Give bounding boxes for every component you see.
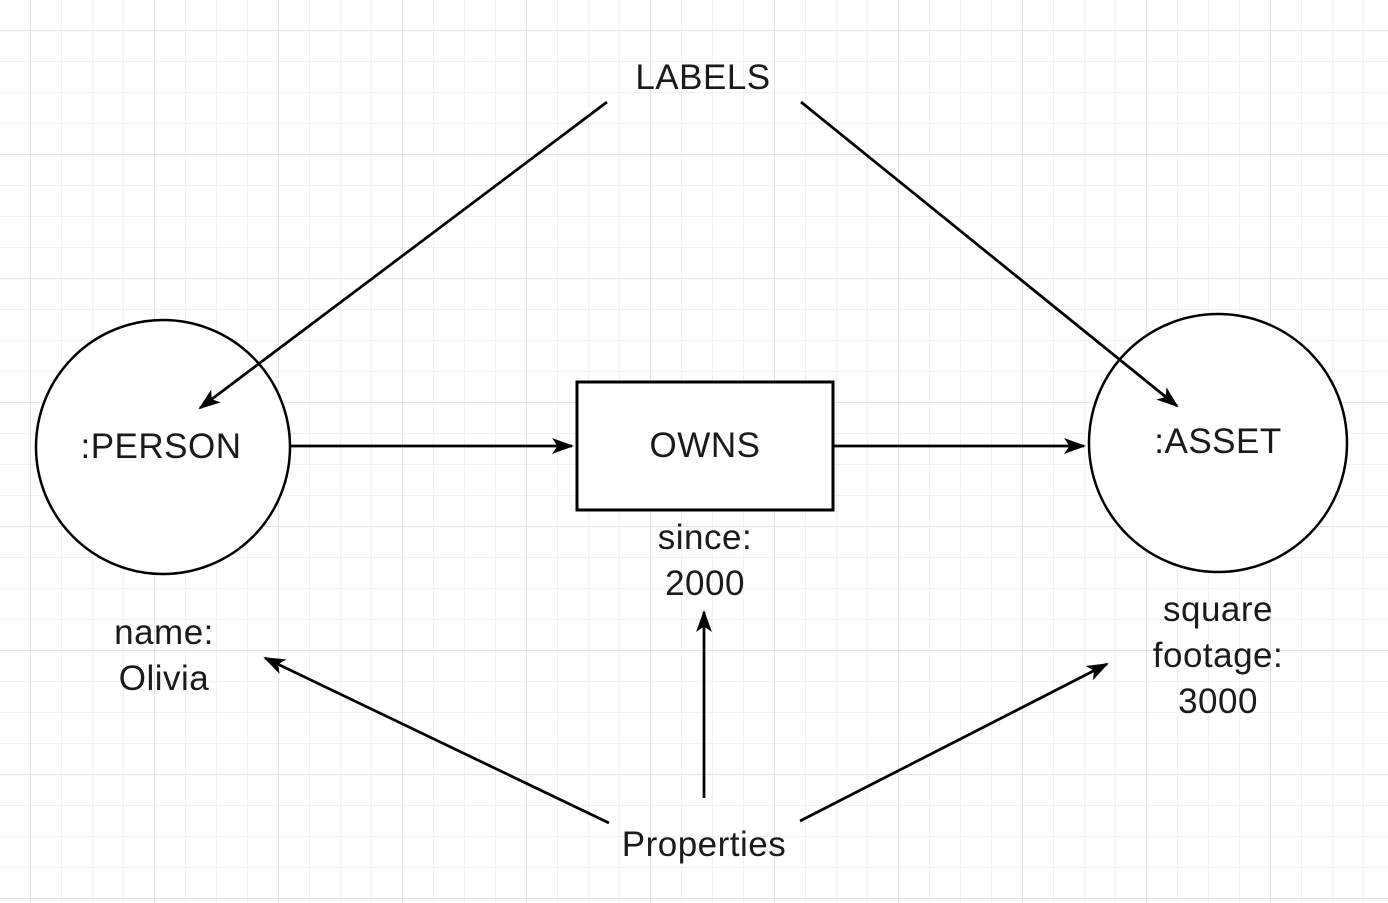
owns-property-line: since:: [657, 518, 753, 557]
labels-to-asset-arrow: [800, 100, 1179, 408]
person-property-line: name:: [114, 613, 214, 652]
person-node-label: :PERSON: [80, 427, 242, 466]
owns-property-line: 2000: [665, 564, 745, 603]
properties-to-square-footage-arrow: [799, 662, 1109, 823]
properties-to-name-arrow: [263, 656, 610, 825]
asset-property-line: footage:: [1152, 636, 1284, 675]
asset-node-circle: [1087, 312, 1349, 574]
owns-relationship-label: OWNS: [649, 426, 761, 465]
labels-title: LABELS: [635, 58, 771, 97]
asset-property-line: square: [1162, 590, 1274, 629]
asset-property-line: 3000: [1178, 682, 1258, 721]
owns-properties-text: since: 2000: [658, 515, 752, 607]
properties-title: Properties: [621, 825, 787, 864]
asset-node-label: :ASSET: [1154, 422, 1282, 461]
owns-relationship-box: [575, 380, 835, 512]
asset-properties-text: square footage: 3000: [1153, 587, 1284, 725]
labels-to-person-arrow: [198, 100, 608, 410]
person-property-line: Olivia: [118, 659, 210, 698]
person-node-circle: [34, 318, 292, 576]
person-properties-text: name: Olivia: [114, 610, 214, 702]
